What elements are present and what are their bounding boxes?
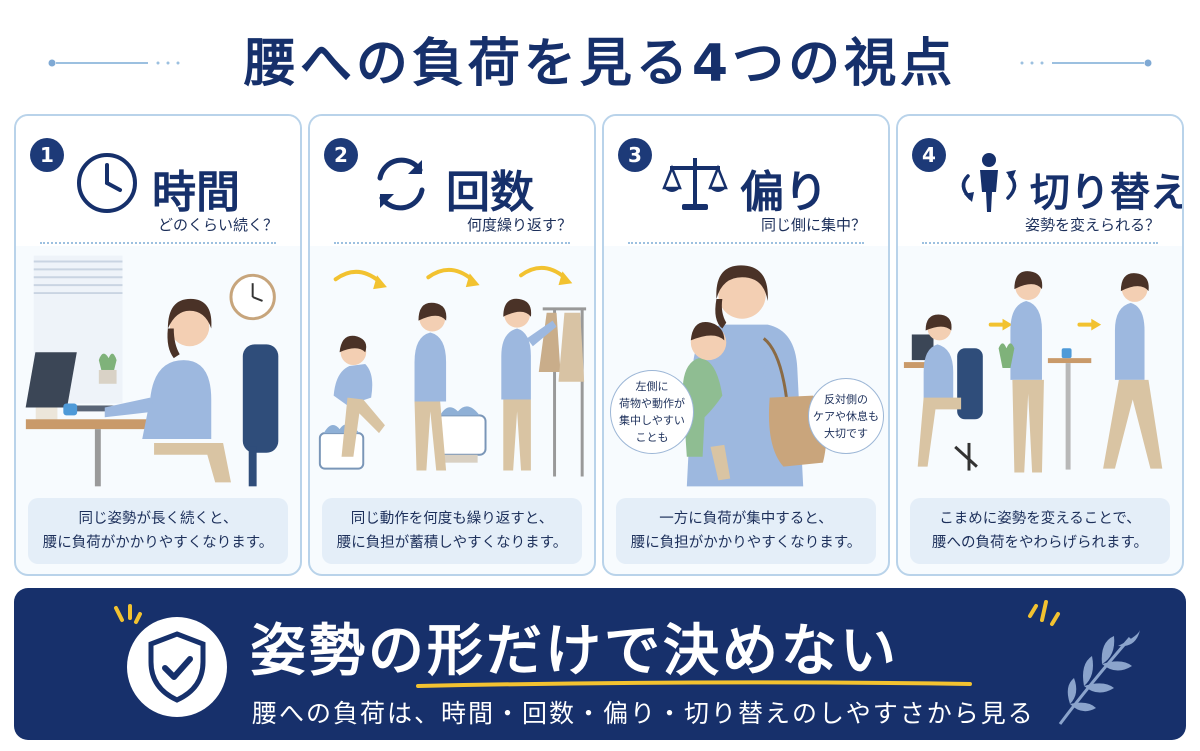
- sparkle-decoration-right: [1028, 600, 1060, 626]
- card-bias: 3 偏り 同じ側に集中？ 左側に 荷物や動作が: [602, 114, 890, 576]
- speech-bubble-left: 左側に 荷物や動作が 集中しやすい ことも: [610, 370, 694, 454]
- title-row: 腰への負荷を見る4つの視点: [0, 18, 1200, 98]
- caption-line: 腰に負荷がかかりやすくなります。: [42, 535, 274, 551]
- card-header: [310, 116, 594, 246]
- bubble-line: 集中しやすい: [619, 414, 685, 427]
- clock-icon: [77, 153, 137, 213]
- banner-title: 姿勢の形だけで決めない: [250, 619, 899, 684]
- caption-line: 一方に負荷が集中すると、: [659, 511, 833, 527]
- banner-subtitle: 腰への負荷は、時間・回数・偏り・切り替えのしやすさから見る: [252, 699, 1035, 728]
- divider: [334, 242, 570, 244]
- balance-scale-icon: [662, 158, 728, 210]
- repeat-arrows-icon: [377, 157, 425, 211]
- shield-check-icon: [127, 617, 227, 717]
- card-title: 時間: [152, 167, 240, 218]
- card-caption: こまめに姿勢を変えることで、 腰への負荷をやわらげられます。: [910, 498, 1170, 564]
- caption-line: 同じ姿勢が長く続くと、: [78, 511, 238, 527]
- bubble-line: ケアや休息も: [813, 409, 879, 423]
- divider: [922, 242, 1158, 244]
- bubble-line: 左側に: [635, 380, 669, 393]
- illustration-posture-change: [903, 271, 1163, 473]
- caption-line: こまめに姿勢を変えることで、: [939, 511, 1141, 527]
- card-title: 切り替え: [1030, 170, 1184, 216]
- caption-line: 腰に負担が蓄積しやすくなります。: [336, 535, 568, 551]
- number-badge: 2: [324, 138, 358, 172]
- caption-line: 腰への負荷をやわらげられます。: [931, 535, 1149, 551]
- bubble-line: 大切です: [824, 426, 868, 440]
- title-decoration-right: [1020, 59, 1152, 67]
- illustration-desk-worker: [25, 255, 279, 487]
- card-caption: 同じ動作を何度も繰り返すと、 腰に負担が蓄積しやすくなります。: [322, 498, 582, 564]
- caption-line: 同じ動作を何度も繰り返すと、: [350, 511, 554, 527]
- card-switch: 4 切り替え 姿勢を変えられる？: [896, 114, 1184, 576]
- number-badge: 3: [618, 138, 652, 172]
- card-subtitle: 同じ側に集中？: [760, 216, 866, 234]
- person-switch-icon: [961, 153, 1017, 212]
- divider: [628, 242, 864, 244]
- card-count: 2 回数 何度繰り返す？: [308, 114, 596, 576]
- caption-line: 腰に負担がかかりやすくなります。: [630, 535, 862, 551]
- sparkle-decoration-left: [114, 604, 142, 624]
- viewpoint-cards: 1 時間 どのくらい続く？: [14, 114, 1186, 576]
- card-header: [16, 116, 300, 246]
- card-header: [898, 116, 1182, 246]
- card-title: 回数: [446, 167, 534, 218]
- number-badge: 4: [912, 138, 946, 172]
- bubble-line: ことも: [635, 431, 669, 444]
- card-subtitle: 何度繰り返す？: [466, 216, 572, 234]
- illustration-laundry-steps: [318, 265, 587, 477]
- card-time: 1 時間 どのくらい続く？: [14, 114, 302, 576]
- bubble-line: 反対側の: [824, 392, 868, 406]
- card-header: [604, 116, 888, 246]
- page-title: 腰への負荷を見る4つの視点: [243, 33, 957, 94]
- card-title: 偏り: [740, 167, 828, 218]
- card-subtitle: どのくらい続く？: [157, 216, 278, 234]
- title-decoration-left: [48, 59, 180, 67]
- number-badge: 1: [30, 138, 64, 172]
- summary-banner: 姿勢の形だけで決めない 腰への負荷は、時間・回数・偏り・切り替えのしやすさから見…: [14, 588, 1186, 740]
- banner-underline: [416, 680, 972, 688]
- illustration-mother-child: [682, 265, 827, 487]
- leaf-branch-icon: [1058, 630, 1140, 725]
- card-caption: 一方に負荷が集中すると、 腰に負担がかかりやすくなります。: [616, 498, 876, 564]
- divider: [40, 242, 276, 244]
- bubble-line: 荷物や動作が: [619, 397, 685, 410]
- card-subtitle: 姿勢を変えられる？: [1024, 216, 1160, 234]
- speech-bubble-right: 反対側の ケアや休息も 大切です: [808, 378, 884, 454]
- card-caption: 同じ姿勢が長く続くと、 腰に負荷がかかりやすくなります。: [28, 498, 288, 564]
